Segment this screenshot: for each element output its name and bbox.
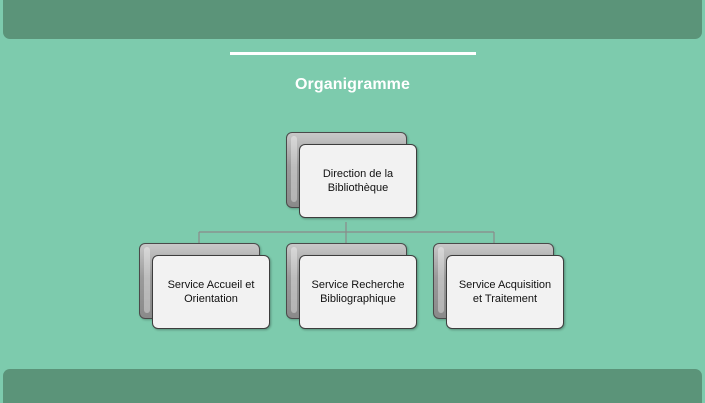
org-node-child-1: Service Accueil et Orientation <box>139 243 270 329</box>
bottom-band <box>3 369 702 403</box>
org-node-child-2: Service Recherche Bibliographique <box>286 243 417 329</box>
org-node-root: Direction de la Bibliothèque <box>286 132 417 218</box>
page-title: Organigramme <box>294 76 410 93</box>
child-1-label-line1: Service Accueil et <box>167 279 255 291</box>
top-band <box>3 0 702 39</box>
title-rule <box>230 52 476 55</box>
root-label-line1: Direction de la <box>322 168 394 180</box>
child-2-label-line2: Bibliographique <box>320 293 396 305</box>
child-3-label-line2: et Traitement <box>472 293 538 305</box>
child-1-label-line2: Orientation <box>184 293 238 305</box>
root-label-line2: Bibliothèque <box>327 182 389 194</box>
child-2-label-line1: Service Recherche <box>311 279 405 291</box>
org-node-child-3: Service Acquisition et Traitement <box>433 243 564 329</box>
child-3-label-line1: Service Acquisition <box>458 279 552 291</box>
